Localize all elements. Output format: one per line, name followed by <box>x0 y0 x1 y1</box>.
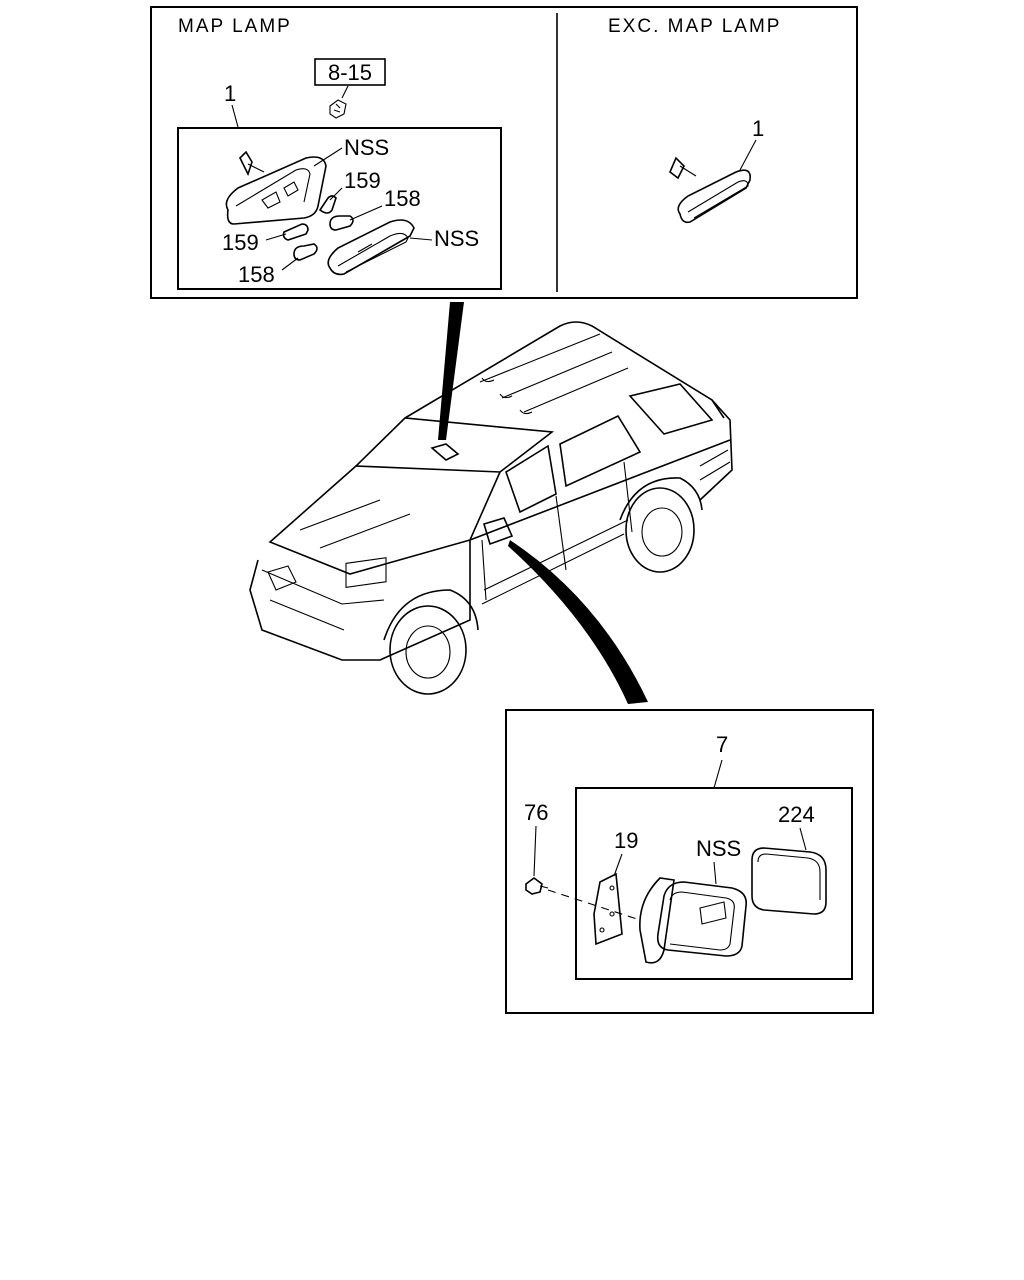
suv-illustration <box>249 321 733 695</box>
map-lamp-mirror-illustration <box>225 150 327 225</box>
leader-159-lower <box>265 233 287 241</box>
part-19-label: 19 <box>614 828 638 853</box>
top-panel: MAP LAMP EXC. MAP LAMP 8-15 1 NSS 159 <box>150 6 858 299</box>
part-1-leader <box>231 104 239 128</box>
lens-158-lower <box>293 243 318 261</box>
label-159-lower: 159 <box>222 230 259 255</box>
part-224-label: 224 <box>778 802 815 827</box>
nss-upper-leader <box>313 147 343 167</box>
screw-icon <box>525 877 549 895</box>
part-76-label: 76 <box>524 800 548 825</box>
part-76-leader <box>533 825 537 877</box>
label-158-lower: 158 <box>238 262 275 287</box>
ref-box-frame <box>314 58 386 86</box>
leader-158-lower <box>281 257 299 271</box>
map-lamp-callout-pointer <box>438 302 464 440</box>
nss-upper-label: NSS <box>344 135 389 160</box>
nss-mirror-label: NSS <box>696 836 741 861</box>
exc-map-lamp-header: EXC. MAP LAMP <box>608 16 781 37</box>
part-7-label: 7 <box>716 732 728 757</box>
top-panel-frame <box>150 6 858 299</box>
lens-158-upper <box>329 215 354 231</box>
leader-158-upper <box>349 205 383 221</box>
bulb-159-upper <box>318 195 337 214</box>
part-19-leader <box>613 853 623 877</box>
nss-lower-leader <box>409 237 433 241</box>
exc-part-1-leader <box>739 139 757 171</box>
gasket-19-illustration <box>593 872 623 946</box>
map-lamp-inner-frame <box>177 127 502 290</box>
label-158-upper: 158 <box>384 186 421 211</box>
map-lamp-header: MAP LAMP <box>178 16 292 37</box>
mirror-cover-illustration <box>327 219 415 276</box>
mirror-glass-224 <box>751 847 827 915</box>
part-224-leader <box>799 827 807 851</box>
mirror-callout-pointer <box>508 540 648 704</box>
leader-159-upper <box>329 187 343 201</box>
exc-part-1-label: 1 <box>752 116 764 141</box>
bulb-159-lower <box>282 223 309 241</box>
part-7-leader <box>713 759 723 789</box>
door-mirror-assembly <box>639 877 748 964</box>
label-159-upper: 159 <box>344 168 381 193</box>
bottom-panel-frame <box>505 709 874 1014</box>
screw-dashed-line <box>547 889 641 921</box>
part-1-label: 1 <box>224 81 236 106</box>
ref-box-8-15: 8-15 <box>328 60 372 85</box>
nss-lower-label: NSS <box>434 226 479 251</box>
exc-map-lamp-mirror-illustration <box>669 156 752 224</box>
nss-mirror-leader <box>713 861 717 885</box>
clip-icon <box>329 99 347 119</box>
bottom-panel: 7 76 19 NSS 224 <box>505 709 874 1014</box>
ref-leader <box>341 85 349 99</box>
